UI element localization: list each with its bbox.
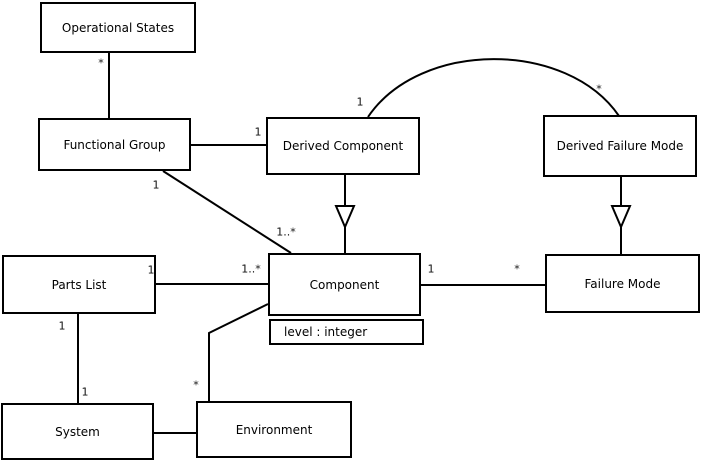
hollow-triangle-arrow: [610, 205, 632, 230]
association-functional-group-component: [162, 170, 292, 254]
class-environment[interactable]: Environment: [196, 401, 352, 458]
class-name-label: System: [55, 424, 100, 439]
class-name-label: Derived Component: [282, 139, 404, 153]
class-name-label: Operational States: [61, 20, 175, 35]
class-name-label: Functional Group: [63, 137, 166, 152]
multiplicity-component-end-of-functional-group: 1..*: [276, 225, 296, 239]
class-component[interactable]: Component: [268, 253, 421, 316]
class-system[interactable]: System: [1, 403, 154, 460]
class-name-label: Environment: [235, 422, 313, 437]
class-failure-mode[interactable]: Failure Mode: [545, 254, 700, 313]
multiplicity-operational-states-end: *: [98, 56, 104, 70]
generalization-derived-component-component: [334, 175, 356, 253]
multiplicity-failure-mode-end: *: [514, 262, 520, 276]
generalization-derived-failure-mode-failure-mode: [610, 177, 632, 254]
class-operational-states[interactable]: Operational States: [40, 2, 196, 53]
class-name-label: Derived Failure Mode: [556, 139, 684, 153]
multiplicity-component-end-of-failure-mode: 1: [427, 262, 435, 276]
class-name-label: Parts List: [51, 277, 107, 292]
class-functional-group[interactable]: Functional Group: [38, 118, 191, 171]
multiplicity-arc-derived-failure-mode-end: *: [596, 82, 602, 96]
multiplicity-parts-list-end: 1: [147, 263, 155, 277]
association-component-environment: [208, 303, 269, 401]
multiplicity-parts-list-bottom-end: 1: [58, 319, 66, 333]
hollow-triangle-arrow: [334, 205, 356, 230]
multiplicity-system-end: 1: [81, 385, 89, 399]
class-derived-failure-mode[interactable]: Derived Failure Mode: [543, 115, 697, 177]
class-name-label: Component: [309, 277, 380, 292]
attribute-label: level : integer: [284, 325, 368, 339]
multiplicity-arc-derived-component-end: 1: [356, 95, 364, 109]
multiplicity-component-end-of-parts-list: 1..*: [241, 262, 261, 276]
association-arc-derived-component-derived-failure-mode: [367, 58, 620, 118]
class-parts-list[interactable]: Parts List: [2, 255, 156, 314]
multiplicity-functional-group-end: 1: [152, 178, 160, 192]
class-derived-component[interactable]: Derived Component: [266, 117, 420, 175]
multiplicity-derived-component-end: 1: [254, 125, 262, 139]
class-name-label: Failure Mode: [584, 276, 661, 291]
class-component-attributes[interactable]: level : integer: [269, 319, 424, 345]
multiplicity-environment-end: *: [193, 378, 199, 392]
